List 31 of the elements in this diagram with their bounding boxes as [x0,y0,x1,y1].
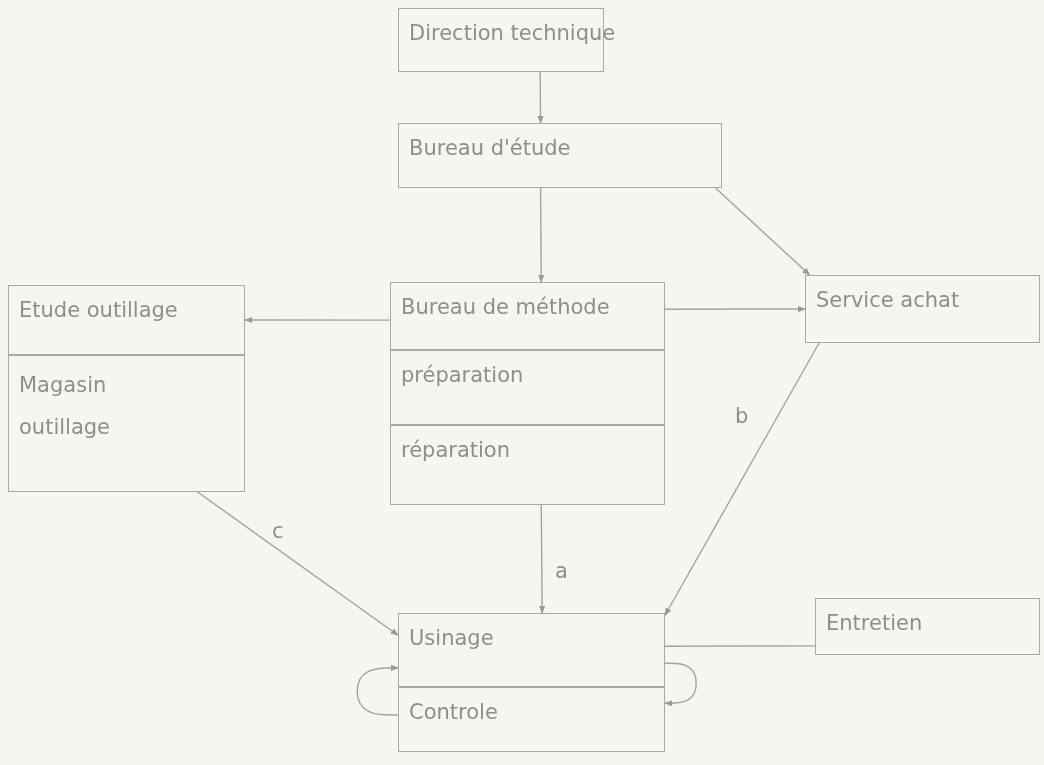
loop-arrow [356,664,399,716]
process-box [805,275,1040,343]
box-label: Etude outillage [19,297,178,324]
process-box [398,613,665,687]
connector-line [664,645,816,647]
process-box [390,350,665,425]
box-label: réparation [401,437,511,464]
arrow [196,491,399,636]
box-label: préparation [401,362,524,389]
arrow [244,316,391,324]
process-box [390,282,665,350]
box-label: Controle [409,699,498,726]
arrow [714,187,811,276]
box-label: Service achat [816,287,960,314]
process-box [398,123,722,188]
box-label: Entretien [826,610,923,637]
arrow [664,305,806,313]
arrow [538,187,545,283]
box-label: Usinage [409,625,494,652]
process-box [815,598,1040,655]
arrow [538,504,546,614]
process-box [8,285,245,355]
box-label: Magasin outillage [19,372,111,441]
loop-arrow [664,662,697,707]
box-label: Bureau d'étude [409,135,571,162]
box-label: Bureau de méthode [401,294,610,321]
arrow [537,71,544,124]
process-box [8,355,245,492]
arrow [664,342,820,616]
process-box [398,687,665,752]
process-box [390,425,665,505]
